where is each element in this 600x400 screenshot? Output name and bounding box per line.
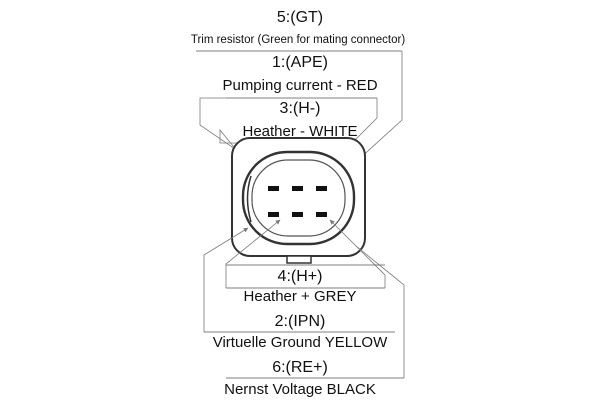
pin-2 (292, 212, 303, 217)
pin-5 (316, 186, 327, 191)
pin-3 (268, 186, 279, 191)
pin-4-leader (225, 219, 281, 288)
pin-6-leader (355, 245, 405, 378)
pin-1-description: Pumping current - RED (222, 77, 377, 94)
connector-key (246, 175, 252, 223)
pin-6-leader-2 (329, 219, 386, 288)
pin-4-label: 4:(H+) (278, 268, 323, 285)
pin-2-leader (203, 227, 249, 332)
pin-2-description: Virtuelle Ground YELLOW (213, 334, 388, 351)
pin-4-description: Heather + GREY (244, 288, 357, 305)
pin-5-label: 5:(GT) (277, 9, 323, 26)
connector-body (231, 137, 366, 264)
connector-latch (286, 255, 312, 264)
pin-1 (292, 186, 303, 191)
pin-6-label: 6:(RE+) (272, 359, 328, 376)
pin-4 (268, 212, 279, 217)
pin-3-description: Heather - WHITE (242, 123, 357, 140)
pin-5-description: Trim resistor (Green for mating connecto… (191, 34, 405, 46)
pin-6 (316, 212, 327, 217)
pin-3-label: 3:(H-) (280, 100, 321, 117)
pin-1-label: 1:(APE) (272, 54, 328, 71)
pin-6-description: Nernst Voltage BLACK (224, 381, 376, 398)
pin-array (268, 186, 327, 217)
pin-2-label: 2:(IPN) (275, 313, 326, 330)
